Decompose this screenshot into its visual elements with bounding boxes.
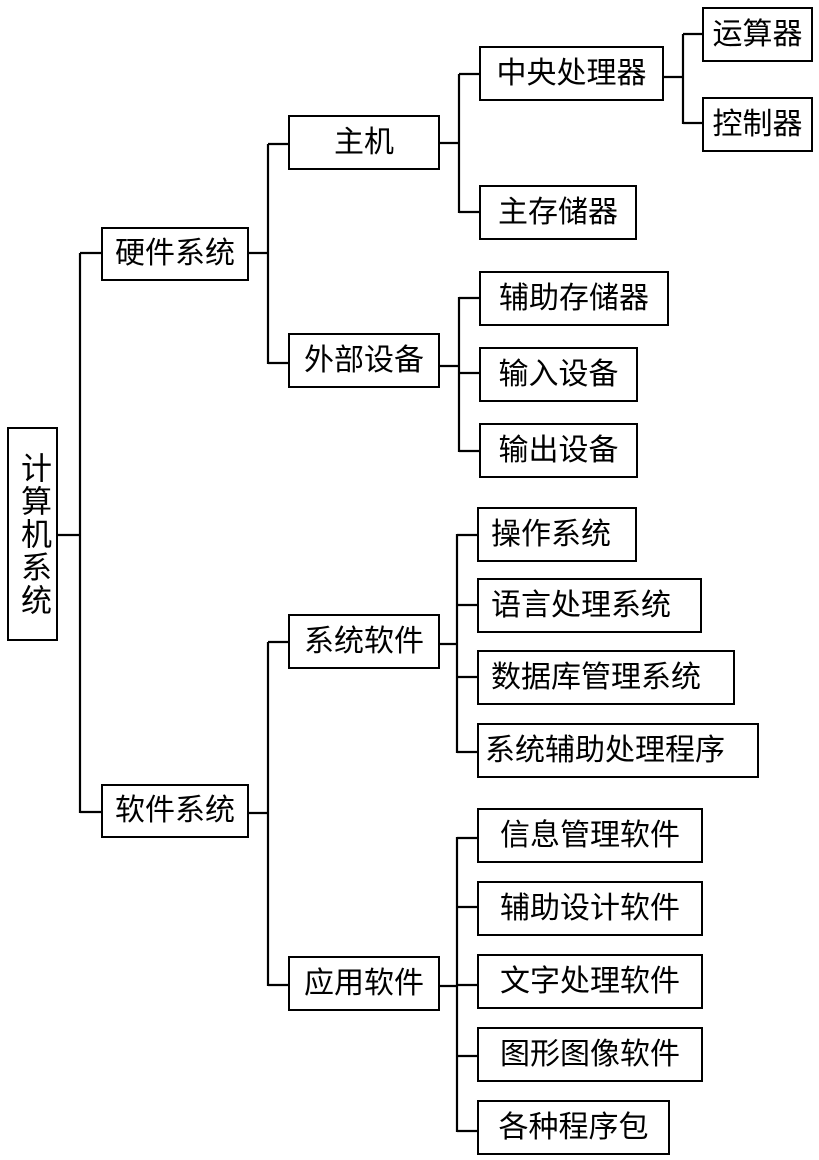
node-host: 主机 bbox=[288, 115, 440, 170]
node-dbms: 数据库管理系统 bbox=[477, 650, 735, 705]
node-application-software: 应用软件 bbox=[288, 956, 440, 1011]
node-peripherals: 外部设备 bbox=[288, 333, 440, 388]
node-root: 计算机系统 bbox=[7, 427, 58, 641]
node-os: 操作系统 bbox=[477, 507, 637, 562]
node-language-processing: 语言处理系统 bbox=[477, 578, 702, 633]
node-main-memory: 主存储器 bbox=[479, 185, 637, 240]
node-cad: 辅助设计软件 bbox=[477, 881, 703, 936]
node-info-management: 信息管理软件 bbox=[477, 808, 703, 863]
node-hardware: 硬件系统 bbox=[101, 227, 249, 281]
node-system-utilities: 系统辅助处理程序 bbox=[477, 723, 759, 778]
node-system-software: 系统软件 bbox=[288, 614, 440, 669]
node-graphics: 图形图像软件 bbox=[477, 1027, 703, 1082]
node-word-processing: 文字处理软件 bbox=[477, 954, 703, 1009]
node-program-packages: 各种程序包 bbox=[477, 1100, 670, 1155]
node-alu: 运算器 bbox=[702, 7, 813, 62]
node-aux-storage: 辅助存储器 bbox=[479, 271, 669, 326]
node-cpu: 中央处理器 bbox=[479, 46, 664, 101]
node-input-devices: 输入设备 bbox=[479, 347, 638, 402]
node-software: 软件系统 bbox=[101, 784, 249, 838]
node-controller: 控制器 bbox=[702, 97, 813, 152]
node-output-devices: 输出设备 bbox=[479, 423, 638, 478]
